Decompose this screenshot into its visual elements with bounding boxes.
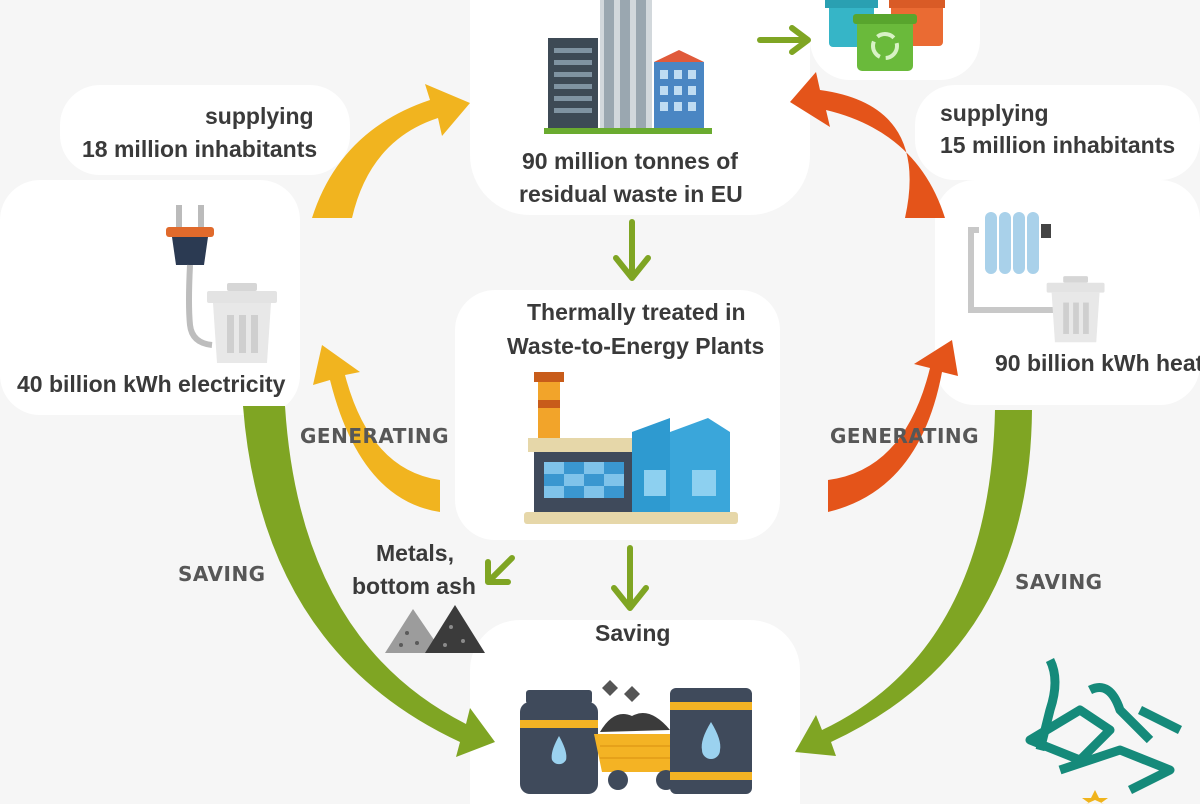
- plant-label-line1: Thermally treated in: [527, 299, 746, 325]
- heat-label: 90 billion kWh heat: [995, 350, 1200, 376]
- recycling-bins-icon: [825, 0, 945, 71]
- supply-left-line1: supplying: [205, 103, 314, 129]
- yellow-arrow-generating: [313, 345, 440, 512]
- green-arrow-saving-left: [243, 406, 495, 757]
- metals-label-line1: Metals,: [376, 540, 454, 566]
- green-arrow-saving-right: [795, 410, 1032, 756]
- waste-to-energy-plant-icon: [524, 372, 738, 524]
- saving-right-label: SAVING: [1015, 570, 1103, 594]
- orange-arrow-top: [790, 72, 945, 218]
- trash-can-icon-right: [1046, 276, 1105, 343]
- trash-can-icon: [207, 283, 277, 363]
- supply-right-line1: supplying: [940, 100, 1049, 126]
- city-buildings-icon: [544, 0, 712, 134]
- bg-blob-leftupper: [60, 85, 350, 175]
- orange-arrow-generating: [828, 340, 958, 512]
- bg-blob-rightupper: [915, 85, 1200, 180]
- yellow-arrow-top: [312, 84, 470, 218]
- generating-right-label: GENERATING: [830, 424, 980, 448]
- generating-left-label: GENERATING: [300, 424, 450, 448]
- electricity-label: 40 billion kWh electricity: [17, 371, 286, 397]
- saving-center-label: Saving: [595, 620, 671, 646]
- ash-piles-icon: [385, 605, 485, 653]
- power-plug-icon: [166, 205, 214, 348]
- waste-label-line2: residual waste in EU: [519, 181, 743, 207]
- small-green-arrows: [485, 25, 811, 611]
- radiator-icon: [968, 212, 1055, 313]
- saving-left-label: SAVING: [178, 562, 266, 586]
- logo-mark-icon: [1025, 657, 1183, 804]
- waste-label-line1: 90 million tonnes of: [522, 148, 738, 174]
- supply-right-line2: 15 million inhabitants: [940, 132, 1176, 158]
- fuel-resources-icon: [520, 680, 752, 794]
- metals-label-line2: bottom ash: [352, 573, 476, 599]
- supply-left-line2: 18 million inhabitants: [82, 136, 318, 162]
- plant-label-line2: Waste-to-Energy Plants: [507, 333, 765, 359]
